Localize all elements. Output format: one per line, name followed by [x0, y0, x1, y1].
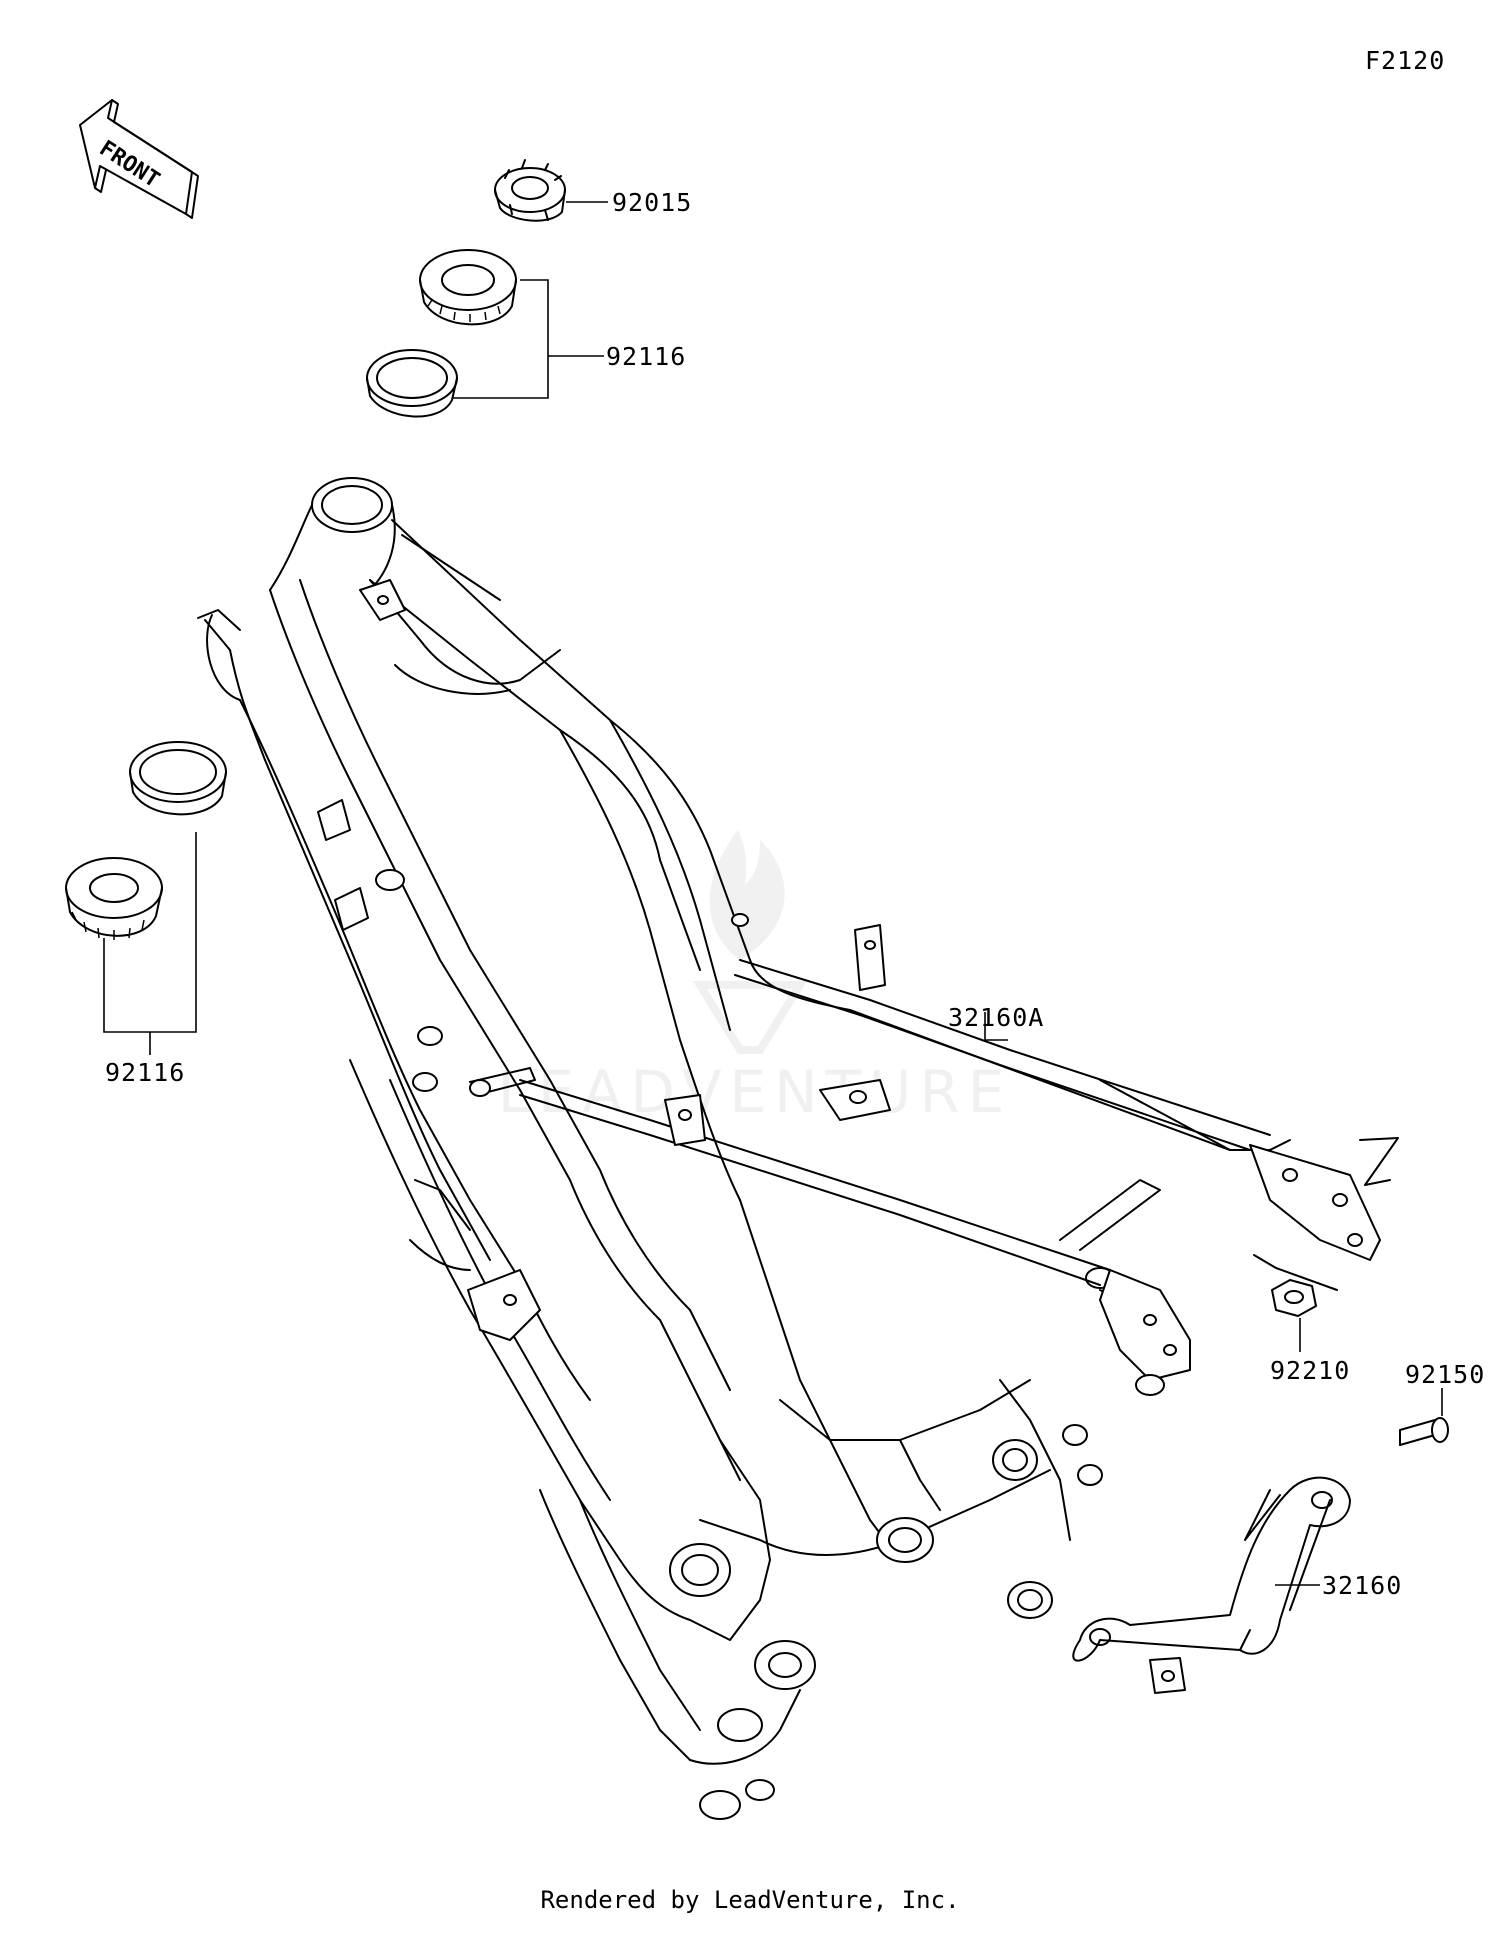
break-mark	[1359, 1137, 1399, 1186]
footer-credit: Rendered by LeadVenture, Inc.	[540, 1886, 960, 1914]
bolt-92150	[1399, 1417, 1449, 1446]
watermark-logo: LEADVENTURE	[498, 830, 1013, 1126]
break-mark	[1244, 1489, 1281, 1541]
nut-92210	[1271, 1279, 1317, 1317]
upper-race-92116	[366, 349, 458, 418]
break-mark	[1253, 1254, 1338, 1291]
main-frame-32160A	[197, 477, 1381, 1820]
diagram-code: F2120	[1365, 46, 1446, 75]
front-direction-arrow-icon: FRONT	[79, 99, 199, 219]
callout-92210: 92210	[1270, 1356, 1351, 1385]
rear-frame-stay-32160	[1072, 1476, 1351, 1694]
callout-32160: 32160	[1322, 1571, 1403, 1600]
watermark-text: LEADVENTURE	[498, 1058, 1013, 1126]
stem-nut-92015	[494, 159, 566, 222]
callout-32160A: 32160A	[948, 1003, 1045, 1032]
lower-race-92116	[129, 741, 227, 816]
upper-bearing-92116	[419, 249, 517, 326]
callout-92116-lower: 92116	[105, 1058, 186, 1087]
callout-92015: 92015	[612, 188, 693, 217]
lower-bearing-92116	[65, 857, 163, 940]
callout-92116-upper: 92116	[606, 342, 687, 371]
callout-92150: 92150	[1405, 1360, 1486, 1389]
